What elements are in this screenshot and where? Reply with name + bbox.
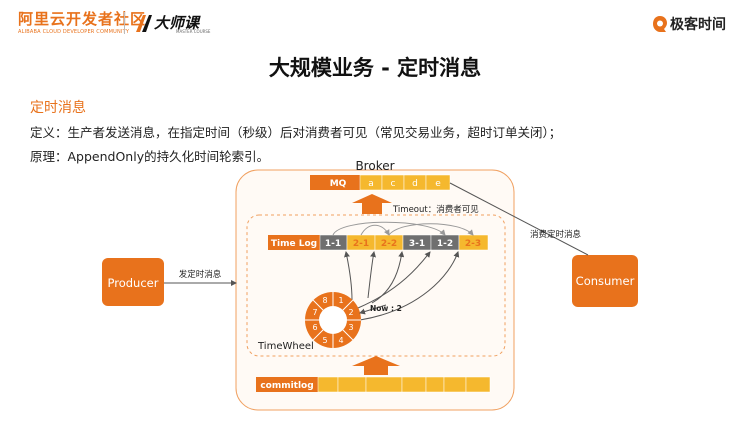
wheel-slot: 6 <box>312 323 317 332</box>
commitlog-label: commitlog <box>260 381 313 391</box>
timelog-cell-label: 1-2 <box>437 239 453 249</box>
commitlog-label-cell <box>256 377 318 392</box>
send-label: 发定时消息 <box>179 269 222 280</box>
mq-cell-label: a <box>368 179 374 189</box>
geek-logo-text: 极客时间 <box>670 17 726 33</box>
now-label: Now : 2 <box>370 304 402 313</box>
page-title: 大规模业务 - 定时消息 <box>268 56 482 80</box>
mq-cell-label: d <box>412 179 418 189</box>
now-pointer <box>359 304 387 315</box>
consumer-label: Consumer <box>576 274 635 288</box>
definition-text: 定义：生产者发送消息，在指定时间（秒级）后对消费者可见（常见交易业务，超时订单关… <box>30 125 562 140</box>
wheel-slot: 3 <box>348 323 353 332</box>
wheel-slot: 4 <box>338 336 343 345</box>
timeout-label: Timeout：消费者可见 <box>392 204 479 215</box>
timelog-cell-label: 2-2 <box>381 239 397 249</box>
course-logo-subtext: MASTER COURSE <box>176 29 211 34</box>
timelog-cell-label: 3-1 <box>409 239 425 249</box>
wheel-slot: 8 <box>322 296 327 305</box>
header-divider <box>124 12 125 34</box>
timelog-cell-label: 2-3 <box>465 239 481 249</box>
up-arrow-to-mq <box>352 194 392 214</box>
time-wheel: 1 2 3 4 5 6 7 8 <box>305 292 361 348</box>
wheel-link <box>359 251 460 321</box>
wheel-slot: 7 <box>312 308 317 317</box>
mq-label: MQ <box>330 179 347 189</box>
brand-subtitle: ALIBABA CLOUD DEVELOPER COMMUNITY <box>18 29 130 35</box>
mq-queue: MQ a c d e <box>310 174 451 191</box>
timelog-label-cell <box>268 235 320 250</box>
producer-box <box>102 258 164 306</box>
wheel-link <box>367 251 376 299</box>
timelog-row: Time Log 1-1 2-1 2-2 3-1 1-2 2-3 <box>268 234 489 251</box>
timelog-label: Time Log <box>271 239 317 249</box>
link-arc <box>360 224 390 236</box>
course-logo-icon <box>136 15 152 32</box>
brand-title: 阿里云开发者社区 <box>18 10 147 28</box>
wheel-slot: 2 <box>348 308 353 317</box>
wheel-link <box>371 251 405 304</box>
mq-label-cell <box>310 175 360 190</box>
up-arrow-from-commitlog <box>352 356 400 375</box>
consumer-box <box>572 255 638 307</box>
wheel-link <box>357 251 431 309</box>
wheel-link <box>344 251 353 301</box>
producer-label: Producer <box>108 276 159 290</box>
mq-cell-label: c <box>391 179 396 189</box>
consume-label: 消费定时消息 <box>530 229 582 240</box>
mq-cell <box>425 174 451 191</box>
principle-text: 原理：AppendOnly的持久化时间轮索引。 <box>30 149 270 164</box>
link-arc <box>388 223 474 236</box>
consume-line <box>449 182 589 256</box>
timelog-cell-label: 1-1 <box>325 239 341 249</box>
geek-logo-icon <box>653 16 667 32</box>
broker-label: Broker <box>355 159 394 173</box>
mq-cell-label: e <box>435 179 441 189</box>
commitlog-row: commitlog <box>256 376 491 393</box>
wheel-slot: 5 <box>322 336 327 345</box>
link-arc <box>332 221 446 236</box>
timelog-cell-label: 2-1 <box>353 239 369 249</box>
section-subtitle: 定时消息 <box>30 100 86 116</box>
course-logo-text: 大师课 <box>154 14 200 32</box>
timewheel-label: TimeWheel <box>257 341 314 352</box>
wheel-slot: 1 <box>338 296 343 305</box>
